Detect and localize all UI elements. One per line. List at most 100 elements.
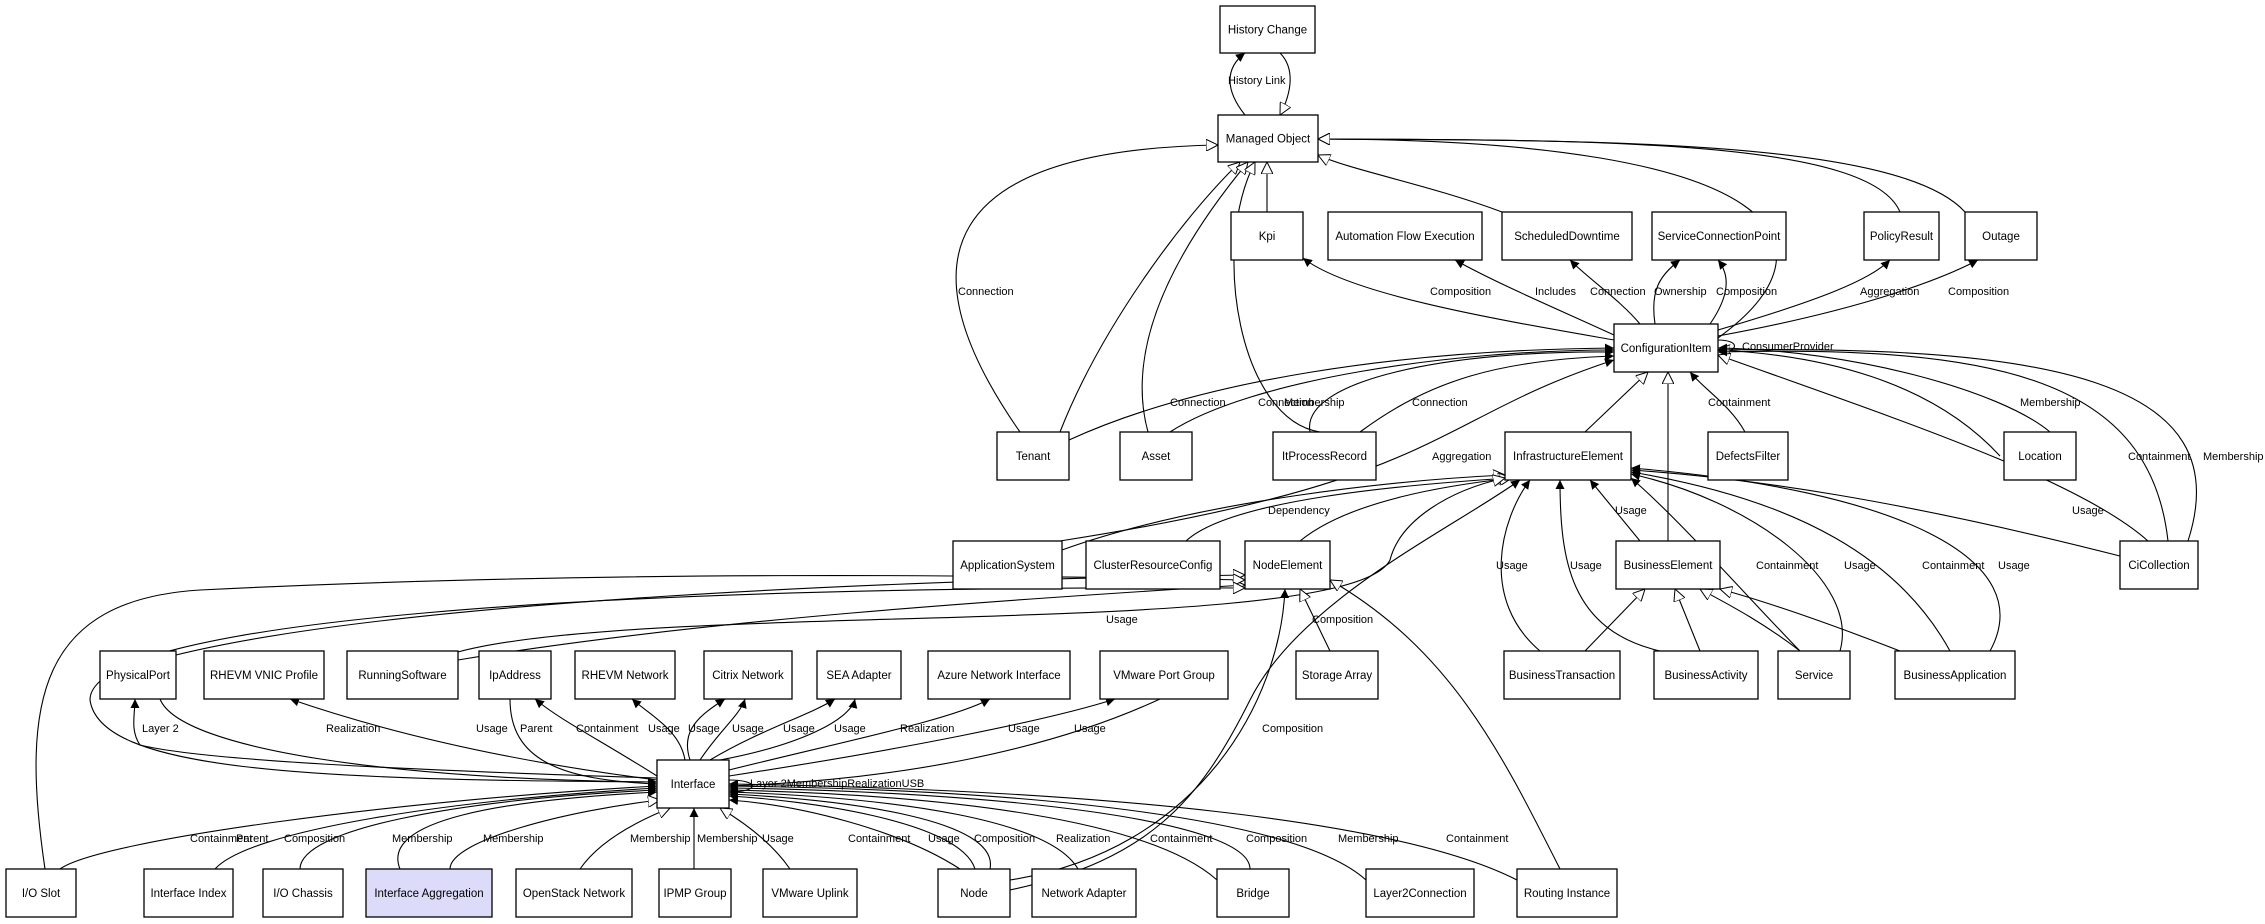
node-azure-network-interface[interactable]: Azure Network Interface [927, 650, 1071, 700]
node-box[interactable] [1119, 431, 1193, 481]
node-box[interactable] [1365, 868, 1475, 918]
node-node[interactable]: Node [937, 868, 1011, 918]
node-it-process-record[interactable]: ItProcessRecord [1272, 431, 1377, 481]
node-outage[interactable]: Outage [1964, 211, 2038, 261]
node-location[interactable]: Location [2003, 431, 2077, 481]
node-box[interactable] [2119, 540, 2199, 590]
node-box[interactable] [1219, 5, 1316, 54]
node-infrastructure-element[interactable]: InfrastructureElement [1504, 431, 1632, 481]
node-box[interactable] [1964, 211, 2038, 261]
node-box[interactable] [1707, 431, 1789, 481]
node-box[interactable] [346, 650, 459, 700]
node-box[interactable] [1327, 211, 1483, 261]
node-box[interactable] [574, 650, 676, 700]
node-business-application[interactable]: BusinessApplication [1894, 650, 2016, 700]
node-managed-object[interactable]: Managed Object [1217, 114, 1319, 163]
node-vmware-uplink[interactable]: VMware Uplink [762, 868, 858, 918]
node-ipmp-group[interactable]: IPMP Group [658, 868, 732, 918]
node-interface-index[interactable]: Interface Index [143, 868, 234, 918]
node-defects-filter[interactable]: DefectsFilter [1707, 431, 1789, 481]
node-storage-array[interactable]: Storage Array [1295, 650, 1379, 700]
node-box[interactable] [1272, 431, 1377, 481]
node-box[interactable] [1651, 211, 1787, 261]
node-kpi[interactable]: Kpi [1230, 211, 1304, 261]
node-rhevm-vnic-profile[interactable]: RHEVM VNIC Profile [203, 650, 325, 700]
node-label: PhysicalPort [106, 670, 171, 682]
node-box[interactable] [1613, 323, 1719, 373]
node-routing-instance[interactable]: Routing Instance [1516, 868, 1618, 918]
node-box[interactable] [1516, 868, 1618, 918]
node-box[interactable] [1244, 540, 1331, 590]
node-box[interactable] [1504, 431, 1632, 481]
node-policy-result[interactable]: PolicyResult [1863, 211, 1940, 261]
node-physical-port[interactable]: PhysicalPort [99, 650, 177, 700]
node-bridge[interactable]: Bridge [1216, 868, 1290, 918]
node-asset[interactable]: Asset [1119, 431, 1193, 481]
node-box[interactable] [1777, 650, 1851, 700]
node-cluster-resource-config[interactable]: ClusterResourceConfig [1085, 540, 1221, 590]
edge-label: Usage [1844, 560, 1876, 572]
node-box[interactable] [927, 650, 1071, 700]
node-box[interactable] [5, 868, 77, 918]
node-application-system[interactable]: ApplicationSystem [952, 540, 1063, 590]
node-io-chassis[interactable]: I/O Chassis [262, 868, 344, 918]
node-label: ItProcessRecord [1282, 451, 1367, 463]
node-business-element[interactable]: BusinessElement [1615, 540, 1721, 590]
node-history-change[interactable]: History Change [1219, 5, 1316, 54]
node-box[interactable] [1217, 114, 1319, 163]
edge-itpr-inherit [1233, 162, 1321, 433]
node-box[interactable] [143, 868, 234, 918]
node-box[interactable] [656, 759, 730, 809]
node-interface[interactable]: Interface [656, 759, 730, 809]
node-io-slot[interactable]: I/O Slot [5, 868, 77, 918]
node-box[interactable] [1615, 540, 1721, 590]
node-box[interactable] [937, 868, 1011, 918]
node-interface-aggregation[interactable]: Interface Aggregation [365, 868, 493, 918]
node-box[interactable] [703, 650, 793, 700]
node-automation-flow-execution[interactable]: Automation Flow Execution [1327, 211, 1483, 261]
node-box[interactable] [996, 431, 1070, 481]
node-openstack-network[interactable]: OpenStack Network [515, 868, 633, 918]
node-box[interactable] [1894, 650, 2016, 700]
node-scheduled-downtime[interactable]: ScheduledDowntime [1501, 211, 1633, 261]
node-box[interactable] [2003, 431, 2077, 481]
node-box[interactable] [365, 868, 493, 918]
node-citrix-network[interactable]: Citrix Network [703, 650, 793, 700]
node-rhevm-network[interactable]: RHEVM Network [574, 650, 676, 700]
node-box[interactable] [762, 868, 858, 918]
node-business-transaction[interactable]: BusinessTransaction [1503, 650, 1621, 700]
node-box[interactable] [515, 868, 633, 918]
node-box[interactable] [1099, 650, 1229, 700]
node-layer2-connection[interactable]: Layer2Connection [1365, 868, 1475, 918]
node-box[interactable] [1863, 211, 1940, 261]
node-box[interactable] [262, 868, 344, 918]
node-tenant[interactable]: Tenant [996, 431, 1070, 481]
node-service[interactable]: Service [1777, 650, 1851, 700]
node-box[interactable] [203, 650, 325, 700]
node-network-adapter[interactable]: Network Adapter [1031, 868, 1137, 918]
node-box[interactable] [1085, 540, 1221, 590]
node-box[interactable] [952, 540, 1063, 590]
node-box[interactable] [1216, 868, 1290, 918]
node-vmware-port-group[interactable]: VMware Port Group [1099, 650, 1229, 700]
node-sea-adapter[interactable]: SEA Adapter [816, 650, 902, 700]
node-configuration-item[interactable]: ConfigurationItem [1613, 323, 1719, 373]
node-ip-address[interactable]: IpAddress [478, 650, 552, 700]
node-box[interactable] [816, 650, 902, 700]
node-running-software[interactable]: RunningSoftware [346, 650, 459, 700]
node-ci-collection[interactable]: CiCollection [2119, 540, 2199, 590]
node-box[interactable] [1230, 211, 1304, 261]
node-box[interactable] [1501, 211, 1633, 261]
edge-tenant-connection-mo: Connection [955, 145, 1218, 433]
node-box[interactable] [99, 650, 177, 700]
node-box[interactable] [658, 868, 732, 918]
node-box[interactable] [1295, 650, 1379, 700]
node-service-connection-point[interactable]: ServiceConnectionPoint [1651, 211, 1787, 261]
node-box[interactable] [1653, 650, 1759, 700]
node-node-element[interactable]: NodeElement [1244, 540, 1331, 590]
node-business-activity[interactable]: BusinessActivity [1653, 650, 1759, 700]
edge-label: Parent [520, 723, 552, 735]
node-box[interactable] [1031, 868, 1137, 918]
node-box[interactable] [478, 650, 552, 700]
node-box[interactable] [1503, 650, 1621, 700]
